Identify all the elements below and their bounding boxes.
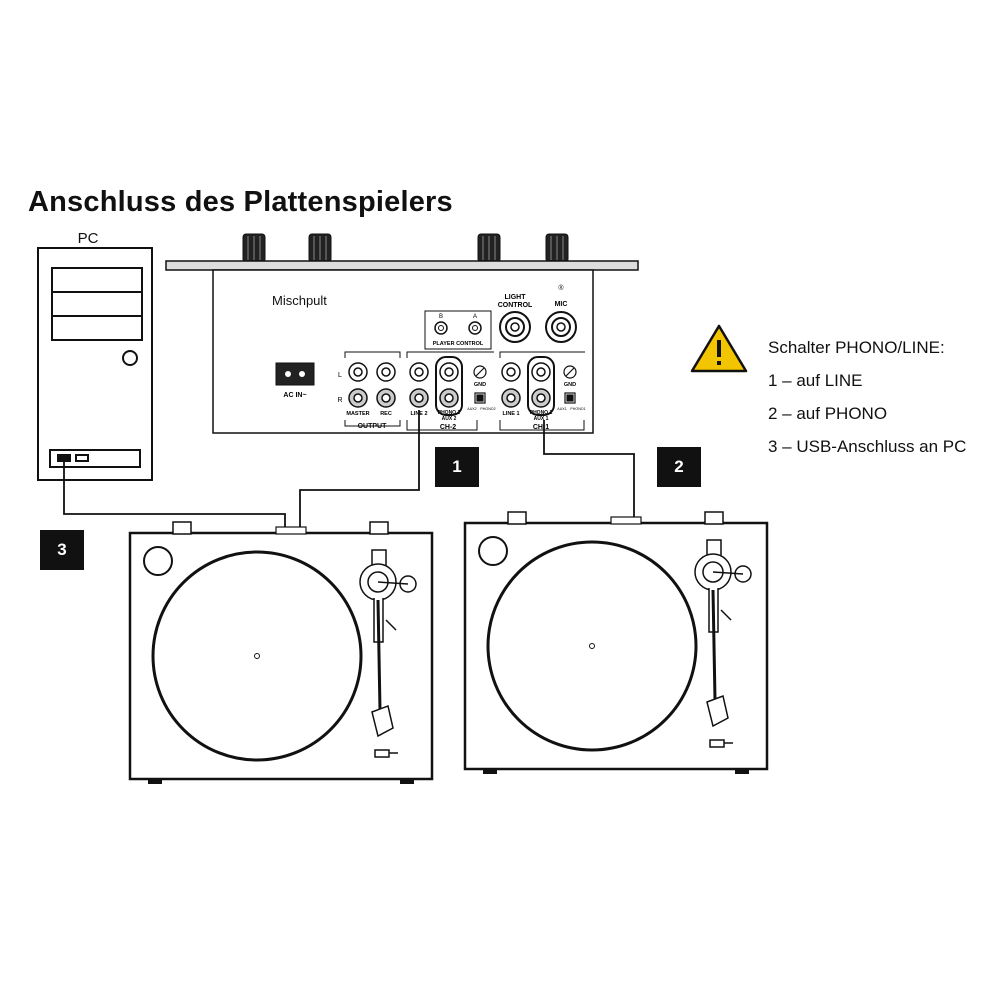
legend-heading: Schalter PHONO/LINE: [768,338,945,357]
aux1-label: AUX 1 [534,416,549,422]
turntable-left [128,521,434,784]
aux2-label: AUX 2 [442,416,457,422]
pc-label: PC [78,230,99,247]
cables [63,410,635,530]
rca-jacks [348,362,551,408]
player-control-label: PLAYER CONTROL [433,341,484,347]
phono1-label: PHONO 1 [530,410,553,416]
legend-item-2: 2 – auf PHONO [768,404,888,423]
output-label: OUTPUT [358,423,388,430]
phono1-switch-label: PHONO1 [570,407,585,411]
player-b-label: B [439,314,443,320]
aux1-switch-label: AUX1 [557,407,566,411]
player-control-box [424,310,492,350]
badge-2: 2 [657,447,701,487]
light-control-label-2: CONTROL [498,302,533,309]
ac-in-socket [275,362,315,386]
cable-1 [299,410,420,530]
gnd-ch1-label: GND [564,382,576,388]
page-title: Anschluss des Plattenspielers [28,186,453,218]
turntable-right [463,511,769,774]
player-a-label: A [473,314,477,320]
rec-label: REC [380,411,392,417]
badge-3: 3 [40,530,84,570]
line1-label: LINE 1 [502,411,519,417]
svg-text:®: ® [558,284,564,292]
ch2-label: CH-2 [440,424,456,431]
legend-item-3: 3 – USB-Anschluss an PC [768,437,967,456]
legend-item-1: 1 – auf LINE [768,371,863,390]
light-control-label: LIGHT [505,294,527,301]
power-button [122,350,138,366]
ac-in-label: AC IN~ [283,392,306,399]
mixer: Mischpult LIGHT CONTROL ® MIC B A PLAYER… [165,233,639,434]
master-label: MASTER [346,411,369,417]
l-label: L [338,372,342,379]
ch1-label: CH-1 [533,424,549,431]
tonearm [359,549,417,758]
warning-icon [690,324,748,373]
tonearm [694,539,752,748]
mixer-name: Mischpult [272,293,327,308]
cable-2 [543,420,635,522]
pc-tower: PC [37,230,153,481]
r-label: R [337,397,342,404]
phono2-label: PHONO 2 [438,410,461,416]
phono2-switch-label: PHONO2 [480,407,495,411]
cable-3 [63,461,286,530]
gnd-ch2-label: GND [474,382,486,388]
phono1-highlight [527,356,555,416]
phono2-highlight [435,356,463,416]
mixer-knobs [242,233,569,263]
aux2-switch-label: AUX2 [467,407,476,411]
group-brackets [344,351,585,431]
usb-port [57,454,71,462]
badge-1: 1 [435,447,479,487]
mic-label: MIC [555,301,568,308]
